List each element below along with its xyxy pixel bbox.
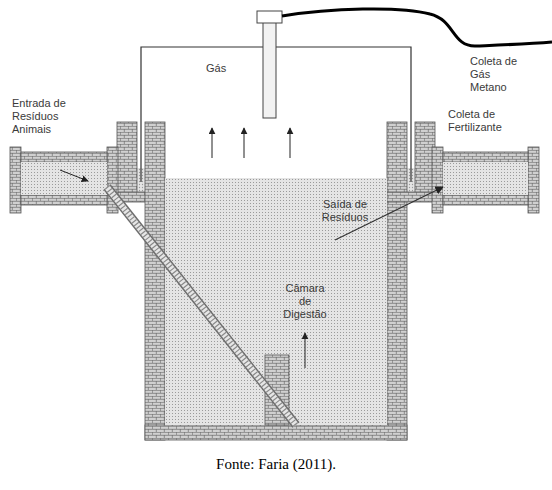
inlet-label: Entrada de Resíduos Animais <box>12 97 82 136</box>
outlet-arrow <box>387 187 443 215</box>
chamber-wall <box>387 122 407 440</box>
chamber-label: Câmara de Digestão <box>281 282 329 321</box>
fertilizer-outlet: Coleta de Fertilizante <box>443 162 528 195</box>
trough-floor <box>387 192 435 202</box>
figure-caption: Fonte: Faria (2011). <box>0 455 552 473</box>
outlet-flange <box>432 147 443 213</box>
outlet-arrow-group <box>387 187 443 215</box>
outlet-wall <box>443 195 528 205</box>
seal-wall <box>117 122 137 200</box>
inlet-flange <box>10 147 21 213</box>
digestion-chamber: Saída de ResíduosCâmara de Digestão <box>165 178 387 425</box>
methane-label: Coleta de Gás Metano <box>470 55 524 94</box>
outlet-label: Coleta de Fertilizante <box>448 108 520 134</box>
outlet-flange <box>528 147 539 213</box>
chamber-wall <box>145 122 165 440</box>
outlet-pipe-label: Saída de Resíduos <box>315 198 375 224</box>
inlet-wall <box>21 152 107 162</box>
gas-arrow <box>290 128 291 158</box>
chamber-floor <box>145 425 407 440</box>
gas-pipe <box>263 22 276 118</box>
gas-hose <box>282 9 552 46</box>
inlet-channel: Entrada de Resíduos Animais <box>21 162 107 195</box>
pipe-fitting <box>257 11 282 23</box>
gas-label: Gás <box>206 62 246 75</box>
outlet-wall <box>443 152 528 162</box>
gas-arrow <box>244 128 245 158</box>
inlet-wall <box>21 195 107 205</box>
gas-arrow <box>212 128 213 158</box>
inlet-flange <box>107 147 118 213</box>
